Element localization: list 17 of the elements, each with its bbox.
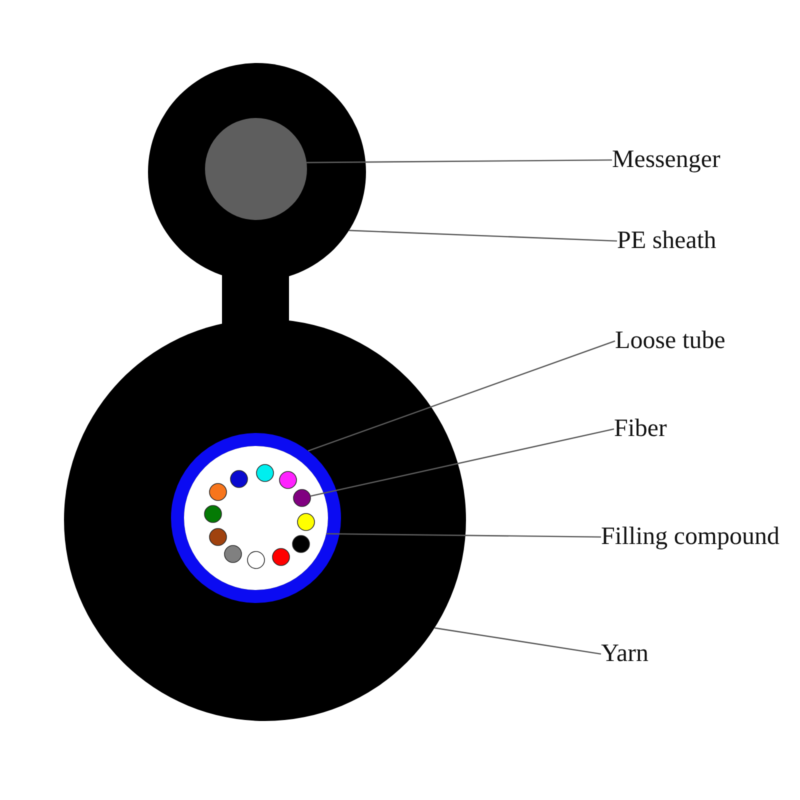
- part-label: Loose tube: [615, 326, 726, 356]
- leader-line: [306, 159, 612, 164]
- part-label: Yarn: [601, 639, 648, 669]
- filling-compound-area: [184, 446, 328, 590]
- leader-line: [348, 230, 618, 242]
- yarn-layer: [64, 319, 466, 721]
- leader-line: [434, 627, 602, 655]
- leader-line: [310, 428, 614, 497]
- part-label: Messenger: [612, 145, 720, 175]
- part-label: PE sheath: [617, 226, 716, 256]
- part-label: Filling compound: [601, 522, 780, 552]
- leader-line: [326, 533, 601, 538]
- messenger-wire: [205, 118, 307, 220]
- part-label: Fiber: [614, 414, 667, 444]
- fiber-dot: [293, 489, 311, 507]
- leader-line: [308, 340, 616, 452]
- upper-sheath: [148, 63, 366, 324]
